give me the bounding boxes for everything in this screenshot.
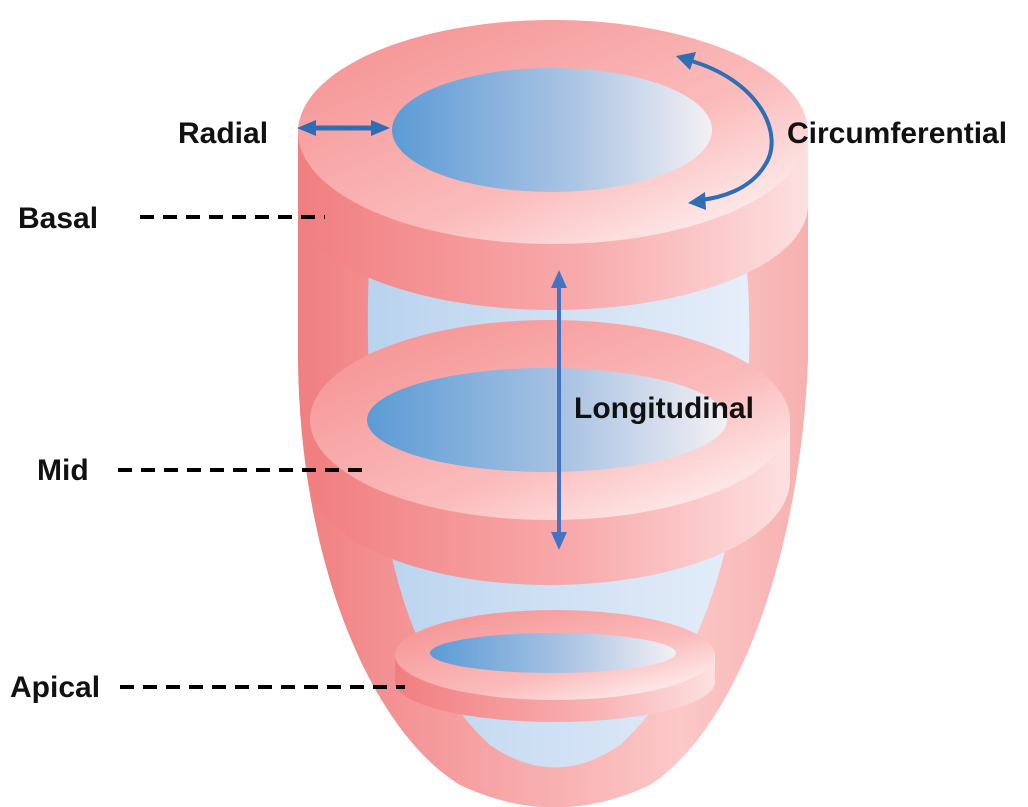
apical-ring — [395, 610, 715, 722]
apical-cavity — [430, 633, 676, 673]
basal-cavity — [392, 68, 712, 192]
mid-label: Mid — [37, 454, 89, 487]
basal-label: Basal — [18, 202, 98, 235]
mid-ring — [310, 320, 790, 585]
radial-label: Radial — [178, 117, 268, 150]
basal-ring — [298, 20, 808, 310]
longitudinal-label: Longitudinal — [574, 392, 754, 425]
circumferential-label: Circumferential — [787, 117, 1007, 150]
apical-label: Apical — [10, 671, 100, 704]
